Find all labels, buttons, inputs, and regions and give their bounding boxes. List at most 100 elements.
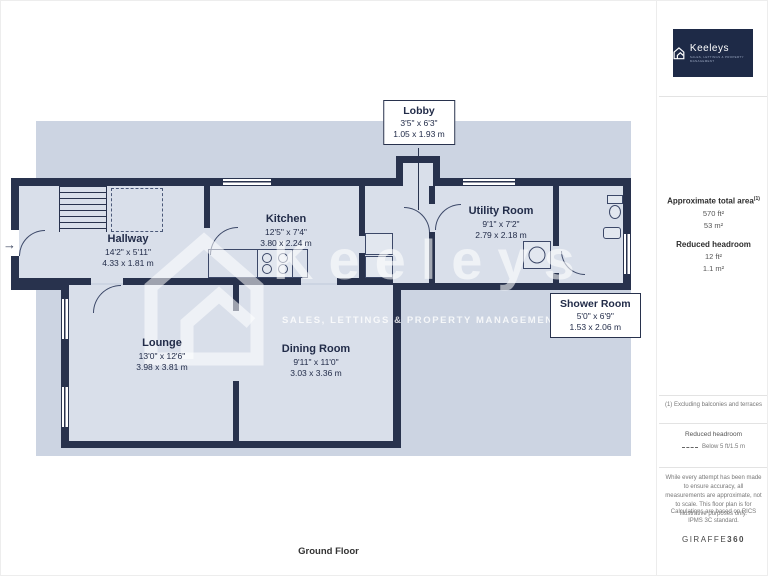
wall [429, 186, 435, 204]
wall [553, 186, 559, 246]
stove-burners-icon [262, 253, 288, 274]
reduced-headroom-m: 1.1 m² [702, 263, 725, 273]
kitchen-name: Kitchen [265, 213, 307, 225]
legend-row: Below 5 ft/1.5 m [657, 444, 767, 450]
area-stats: Approximate total area(1) 570 ft² 53 m² … [657, 196, 767, 273]
logo-tagline-text: SALES, LETTINGS & PROPERTY MANAGEMENT [689, 55, 744, 63]
stove-icon [257, 249, 293, 278]
room-label-kitchen: Kitchen 12'5" x 7'4" 3.80 x 2.24 m [260, 213, 312, 249]
wall [61, 441, 401, 448]
wall [11, 178, 19, 230]
legend-title: Reduced headroom [684, 431, 743, 438]
toilet-bowl-icon [609, 205, 621, 219]
hallway-name: Hallway [107, 233, 149, 245]
wall [11, 256, 19, 290]
calculations-note: Calculations are based on RICS IPMS 3C s… [670, 509, 757, 524]
callout-lobby: Lobby 3'5" x 6'3" 1.05 x 1.93 m [383, 100, 455, 146]
window [623, 234, 631, 274]
lobby-leader-line [418, 148, 419, 210]
divider [659, 395, 767, 396]
total-area-label: Approximate total area [667, 196, 754, 206]
wall [233, 285, 239, 311]
giraffe360-brand: GIRAFFE360 [657, 535, 767, 544]
reduced-headroom-ft: 12 ft² [704, 251, 723, 261]
lobby-name: Lobby [403, 105, 435, 117]
kitchen-dims-m: 3.80 x 2.24 m [260, 237, 312, 248]
wall [393, 283, 401, 448]
wall [359, 186, 365, 236]
shower-dims-ft: 5'0" x 6'9" [576, 311, 614, 322]
room-label-utility: Utility Room 9'1" x 7'2" 2.79 x 2.18 m [469, 205, 534, 241]
shower-dims-m: 1.53 x 2.06 m [569, 322, 622, 333]
wall [396, 156, 440, 163]
wall [233, 381, 239, 441]
utility-dims-m: 2.79 x 2.18 m [475, 229, 527, 240]
wall [433, 156, 440, 186]
wall [396, 156, 403, 186]
window [61, 299, 69, 339]
lounge-dims-ft: 13'0" x 12'6" [138, 350, 186, 361]
wall [11, 178, 396, 186]
total-area-title: Approximate total area(1) [657, 196, 767, 206]
appliance-icon [365, 233, 393, 255]
giraffe-360-text: 360 [727, 535, 746, 544]
room-label-hallway: Hallway 14'2" x 5'11" 4.33 x 1.81 m [102, 233, 154, 269]
keeleys-logo: Keeleys SALES, LETTINGS & PROPERTY MANAG… [673, 29, 753, 77]
toilet-icon [607, 195, 623, 204]
room-label-lounge: Lounge 13'0" x 12'6" 3.98 x 3.81 m [136, 337, 188, 373]
stairs [59, 186, 107, 232]
wall [337, 278, 393, 285]
kitchen-dims-ft: 12'5" x 7'4" [265, 226, 307, 237]
divider [659, 96, 767, 97]
ground-floor-label: Ground Floor [298, 546, 359, 557]
washer-icon [523, 241, 551, 269]
window [463, 178, 515, 186]
wall [19, 278, 91, 285]
shower-name: Shower Room [560, 298, 631, 310]
interior-top-band [19, 186, 623, 283]
total-area-ft: 570 ft² [702, 208, 725, 218]
floor-plan: → Keeleys SALES, LETTINGS & PROPERTY MAN… [1, 1, 656, 575]
lounge-dims-m: 3.98 x 3.81 m [136, 361, 188, 372]
wall [123, 278, 301, 285]
dashed-line-sample-icon [681, 446, 698, 448]
info-panel: Keeleys SALES, LETTINGS & PROPERTY MANAG… [656, 1, 767, 575]
appliance-icon [365, 256, 393, 278]
wall [429, 232, 435, 283]
disclaimer-text: While every attempt has been made to ens… [665, 475, 762, 517]
wall [11, 283, 69, 290]
washer-drum-icon [528, 246, 546, 264]
entrance-arrow-icon: → [3, 237, 16, 252]
room-label-dining: Dining Room 9'11" x 11'0" 3.03 x 3.36 m [282, 343, 350, 379]
reduced-headroom-zone [111, 188, 163, 232]
legend: Reduced headroom Below 5 ft/1.5 m [657, 431, 767, 450]
area-footnote: (1) Excluding balconies and terraces [664, 402, 763, 408]
lounge-name: Lounge [142, 337, 182, 349]
wall [61, 283, 69, 448]
total-area-m: 53 m² [703, 220, 724, 230]
reduced-headroom-title: Reduced headroom [676, 239, 751, 249]
total-area-footnote-marker: (1) [753, 196, 760, 202]
giraffe-text: GIRAFFE [681, 535, 728, 544]
dining-name: Dining Room [281, 343, 351, 355]
wall [204, 186, 210, 228]
divider [659, 423, 767, 424]
dining-dims-m: 3.03 x 3.36 m [290, 367, 342, 378]
window [61, 387, 69, 427]
keeleys-logo-house-icon [673, 47, 685, 60]
sink-icon [603, 227, 621, 239]
wall [433, 178, 631, 186]
logo-brand-text: Keeleys [689, 43, 729, 54]
utility-dims-ft: 9'1" x 7'2" [482, 218, 520, 229]
hallway-dims-m: 4.33 x 1.81 m [102, 257, 154, 268]
lobby-dims-ft: 3'5" x 6'3" [400, 118, 438, 129]
lobby-dims-m: 1.05 x 1.93 m [393, 129, 445, 140]
dining-dims-ft: 9'11" x 11'0" [293, 356, 339, 367]
callout-shower-room: Shower Room 5'0" x 6'9" 1.53 x 2.06 m [550, 293, 641, 339]
wall [553, 273, 559, 283]
utility-name: Utility Room [468, 205, 534, 217]
legend-value: Below 5 ft/1.5 m [701, 444, 746, 450]
window [223, 178, 271, 186]
divider [659, 467, 767, 468]
